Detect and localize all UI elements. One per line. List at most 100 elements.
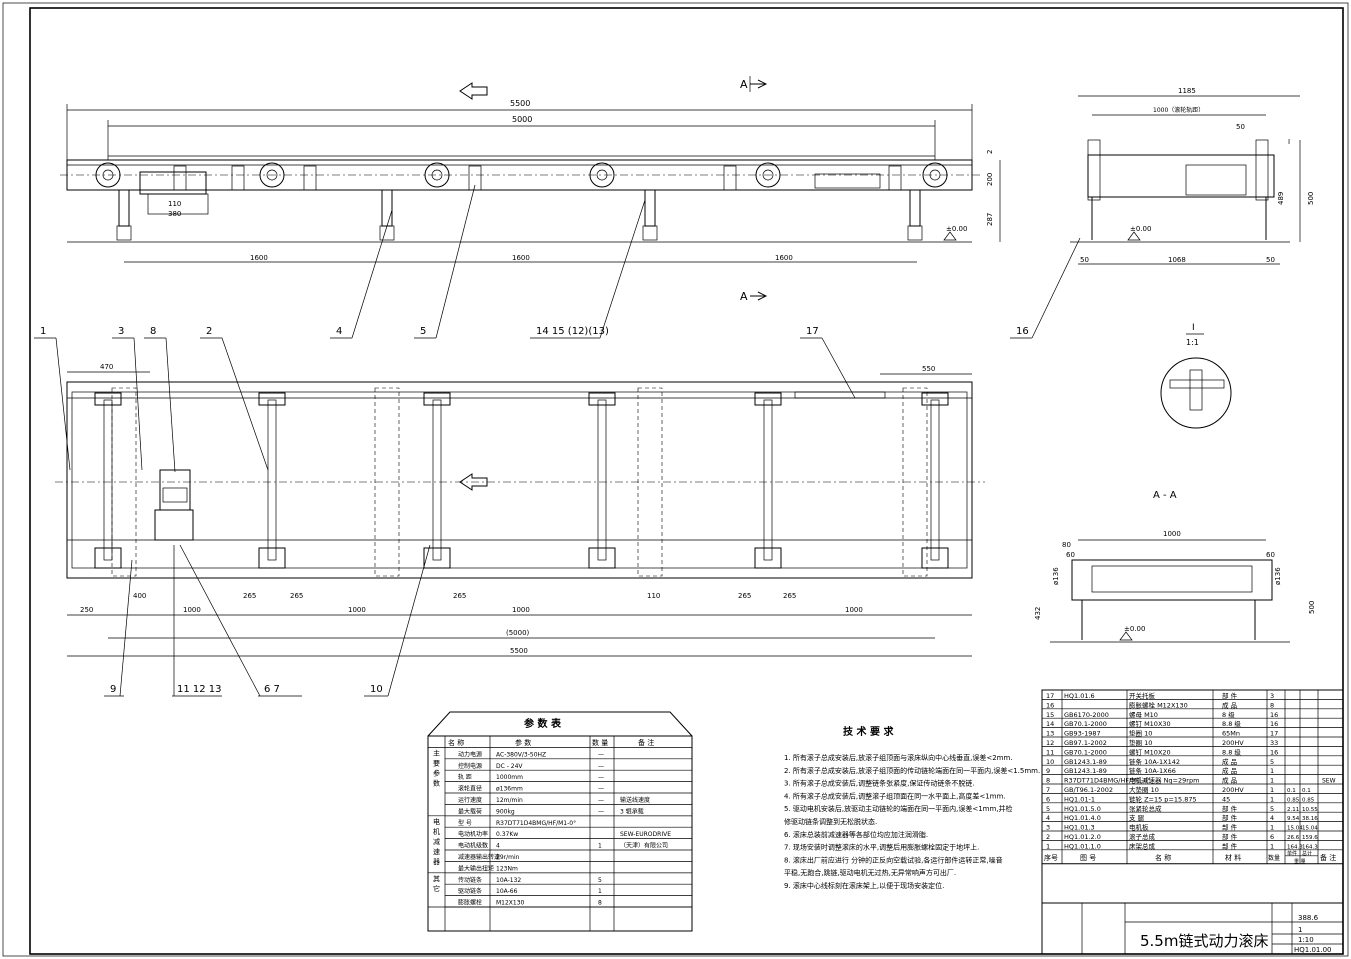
bom-row-name: 膨胀螺栓 M12X130: [1129, 700, 1188, 709]
param-table-header-shape: [427, 711, 693, 737]
title-block: 5.5m链式动力滚床 388.6 1 1:10 HQ1.01.00: [1042, 902, 1343, 954]
front-rollers: [95, 162, 948, 191]
plan-roller-shaft-2: [267, 399, 277, 561]
detail-plate: [1169, 379, 1225, 389]
bom-row-code: GB6170-2000: [1064, 711, 1109, 719]
bom-row-qty: 4: [1270, 814, 1274, 822]
bom-row-no: 7: [1046, 786, 1050, 794]
bom-header-name: 名 称: [1155, 853, 1171, 862]
leader-4-diag: [351, 209, 393, 339]
front-roller-2: [259, 162, 285, 188]
param-row-name: 减速器输出转速: [458, 853, 500, 861]
bom-row-material: 部 件: [1222, 823, 1238, 832]
drawing-scale: 1:10: [1298, 936, 1314, 944]
bom-row-material: 部 件: [1222, 804, 1238, 813]
param-row-qty: 8: [598, 900, 602, 907]
front-leg-foot-2: [379, 225, 395, 241]
param-row-qty: —: [598, 797, 604, 804]
front-tensioner-5: [723, 165, 737, 191]
drawing-sheets: 1: [1298, 926, 1302, 934]
bom-row-total-weight: 0.1: [1302, 788, 1311, 794]
bom-row-code: GB/T96.1-2002: [1064, 786, 1113, 794]
balloon-10: 10: [370, 684, 383, 695]
bom-row-unit-weight: 26.6: [1287, 835, 1300, 841]
balloon-9: 9: [110, 684, 116, 695]
param-row-value: 10A-66: [496, 888, 518, 895]
plan-roller-bottom-4: [588, 547, 616, 569]
param-row-name: 最大载荷: [458, 807, 482, 815]
bom-row-no: 14: [1046, 720, 1054, 728]
balloon-5: 5: [420, 326, 426, 337]
param-table-frame: [427, 735, 693, 932]
dim-sec-60a: 60: [1066, 551, 1075, 559]
dim-front-2: 2: [986, 150, 994, 154]
side-motor: [1185, 164, 1247, 196]
param-row-note: （天津）有限公司: [620, 842, 668, 850]
param-row-qty: —: [598, 808, 604, 815]
bom-row-qty: 17: [1270, 730, 1278, 738]
bom-row-code: GB1243.1-89: [1064, 758, 1107, 766]
balloon-2: 2: [206, 326, 212, 337]
param-row-value: 4: [496, 843, 500, 850]
bom-row-code: GB1243.1-89: [1064, 767, 1107, 775]
dim-span-3: 1600: [775, 254, 793, 262]
front-roller-hub-4: [596, 169, 608, 181]
param-row-value: 12m/min: [496, 797, 523, 804]
leader-9-diag: [119, 559, 133, 697]
param-row-name: 最大输出扭矩: [458, 864, 494, 872]
bom-row-no: 10: [1046, 758, 1054, 766]
front-roller-hub-5: [762, 169, 774, 181]
balloon-16: 16: [1016, 326, 1029, 337]
bom-row-no: 3: [1046, 824, 1050, 832]
param-row-name: 膨胀螺栓: [458, 899, 482, 907]
side-roller-right: [1255, 139, 1269, 201]
plan-leg-1: [111, 387, 137, 577]
plan-roller-bottom-3: [423, 547, 451, 569]
param-row-qty: 1: [598, 888, 602, 895]
bom-row-name: 螺母 M10: [1129, 710, 1158, 719]
dim-span-1: 1600: [250, 254, 268, 262]
bom-row-no: 2: [1046, 833, 1050, 841]
leader-3-diag: [133, 337, 143, 471]
bom-row-material: 8 级: [1222, 710, 1235, 719]
balloon-1: 1: [40, 326, 46, 337]
front-roller-4: [589, 162, 615, 188]
bom-row-qty: 1: [1270, 767, 1274, 775]
param-header-value: 参 数: [515, 738, 531, 747]
dim-sec-1000: 1000: [1163, 530, 1181, 538]
dim-side-1068: 1068: [1168, 256, 1186, 264]
front-tensioner-4: [468, 165, 482, 191]
plan-rollers: [94, 387, 949, 577]
dim-plan-1000d: 1000: [845, 606, 863, 614]
front-roller-6: [922, 162, 948, 188]
dim-front-110: 110: [168, 200, 181, 208]
plan-roller-top-2: [258, 392, 286, 406]
bom-row-material: 成 品: [1222, 700, 1237, 709]
dim-front-380: 380: [168, 210, 181, 218]
bom-row-material: 65Mn: [1222, 730, 1240, 738]
balloon-17: 17: [806, 326, 819, 337]
param-row-name: 控制电源: [458, 762, 482, 770]
plan-roller-top-6: [921, 392, 949, 406]
bom-row-unit-weight: 0.85: [1287, 797, 1300, 803]
detail-bolt: [1189, 369, 1203, 411]
motor-base-front: [147, 193, 209, 215]
front-leg-foot-1: [116, 225, 132, 241]
bom-row-name: 链轮 Z=15 p=15.875: [1129, 794, 1197, 803]
dim-plan-550: 550: [922, 365, 935, 373]
bom-row-name: 电机板: [1129, 823, 1149, 832]
plan-roller-bottom-6: [921, 547, 949, 569]
dim-plan-265d: 265: [738, 592, 751, 600]
param-row-value: M12X130: [496, 900, 525, 907]
detail-mark-i: I: [1288, 138, 1290, 146]
front-tensioner-6: [888, 165, 902, 191]
param-row-qty: —: [598, 751, 604, 758]
bom-row-material: 部 件: [1222, 841, 1238, 850]
param-row-qty: —: [598, 774, 604, 781]
dim-span-2: 1600: [512, 254, 530, 262]
tech-req-item: 平稳,无跑合,跳链,驱动电机无过热,无异常响声方可出厂.: [784, 868, 956, 877]
section-view-title: A - A: [1153, 490, 1177, 501]
param-row-value: 10A-132: [496, 877, 521, 884]
bom-row-name: 螺钉 M10X30: [1129, 719, 1171, 728]
